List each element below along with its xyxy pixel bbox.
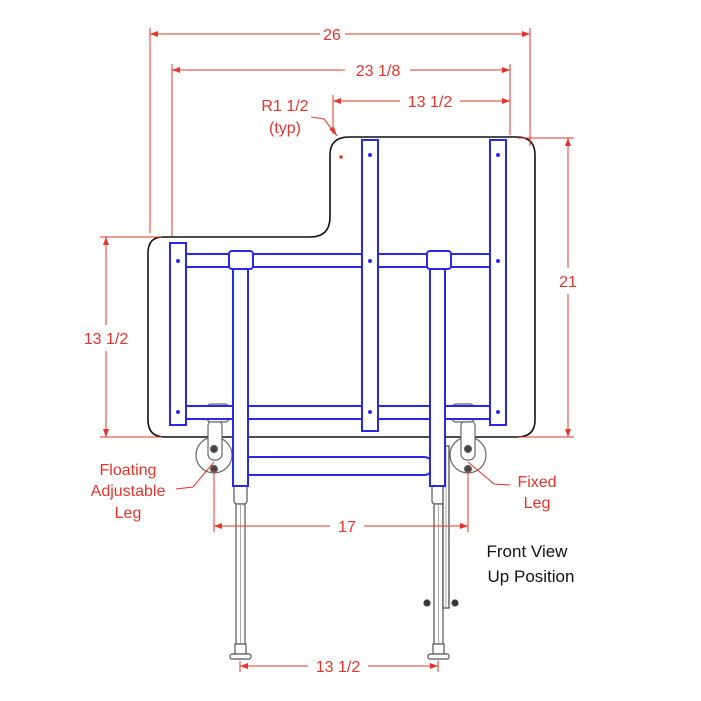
dim-radius-label: R1 1/2	[261, 98, 308, 115]
floating-adjustable-leg	[229, 483, 252, 660]
caption-up-position: Up Position	[488, 567, 575, 586]
dim-leg-spacing: 17	[338, 519, 356, 536]
label-floating-line3: Leg	[115, 505, 142, 522]
dimension-arrowheads	[103, 31, 571, 669]
label-floating-line2: Adjustable	[91, 483, 166, 500]
fixed-leg	[427, 483, 450, 660]
leg-post-left	[232, 265, 249, 487]
radius-marker-dot	[339, 155, 343, 159]
dim-foot-spacing: 13 1/2	[316, 659, 361, 676]
frame-rail-right	[489, 139, 507, 426]
dimension-lines	[100, 28, 574, 672]
label-floating-line1: Floating	[100, 462, 157, 479]
frame-rail-center	[361, 139, 379, 432]
dim-inner-width: 23 1/8	[356, 63, 401, 80]
dim-upper-width: 13 1/2	[408, 94, 453, 111]
dim-overall-height: 21	[559, 274, 577, 291]
leg-post-right	[429, 265, 446, 487]
footrest-bar	[241, 456, 434, 476]
post-top-right	[426, 250, 452, 270]
seat-outline	[147, 136, 536, 438]
caption-front-view: Front View	[487, 542, 569, 561]
frame-rivets	[176, 153, 500, 414]
dim-overall-width: 26	[323, 27, 341, 44]
post-top-left	[228, 250, 254, 270]
frame-rail-left	[169, 242, 187, 426]
dim-lower-height: 13 1/2	[84, 331, 129, 348]
label-fixed-line2: Leg	[524, 495, 551, 512]
fixed-leg-bracket	[423, 445, 459, 609]
dim-radius-typ: (typ)	[269, 120, 301, 137]
label-fixed-line1: Fixed	[517, 474, 556, 491]
seat-frame	[169, 139, 507, 487]
